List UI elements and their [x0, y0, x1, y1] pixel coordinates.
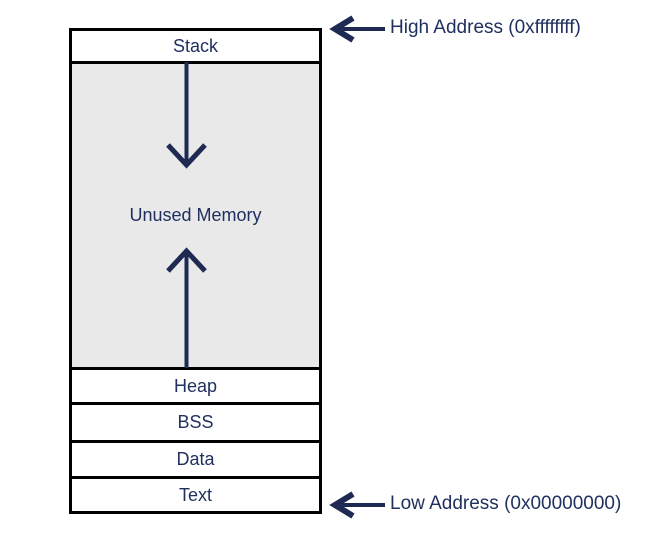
region-bss-label: BSS: [177, 412, 214, 432]
region-text-label: Text: [178, 484, 212, 505]
left-arrow-icon: [329, 491, 385, 519]
region-heap: Heap: [72, 370, 319, 405]
left-arrow-icon: [329, 15, 385, 43]
region-text: Text: [72, 479, 319, 511]
region-data: Data: [72, 443, 319, 479]
region-stack-label: Stack: [172, 35, 219, 56]
low-address-annotation: Low Address (0x00000000): [390, 493, 622, 514]
region-unused-memory-label: Unused Memory: [129, 205, 262, 225]
region-data-label: Data: [176, 449, 215, 469]
high-address-annotation: High Address (0xffffffff): [390, 17, 581, 38]
region-stack: Stack: [72, 31, 319, 64]
memory-box: Stack Unused Memory Heap BSS Data Text: [69, 28, 322, 514]
region-unused-memory: Unused Memory: [72, 64, 319, 370]
region-bss: BSS: [72, 405, 319, 443]
region-heap-label: Heap: [173, 375, 218, 396]
